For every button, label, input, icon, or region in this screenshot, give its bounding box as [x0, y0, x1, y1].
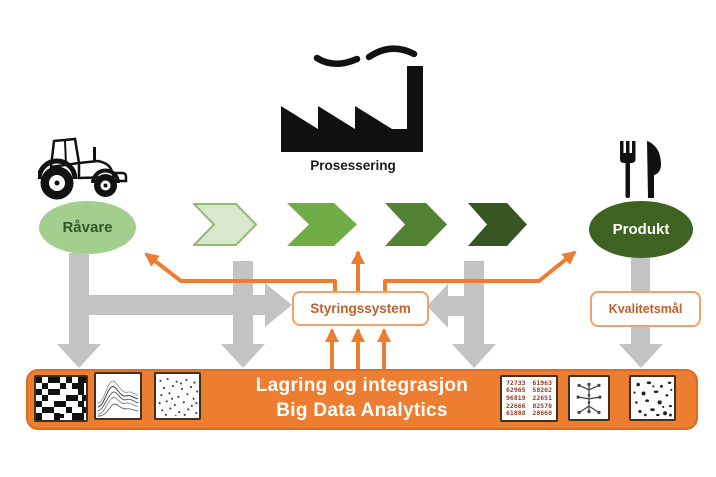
ravare-node: Råvare: [39, 201, 136, 254]
kvalitetsmal-box: Kvalitetsmål: [590, 291, 701, 327]
qr-code-icon: [34, 375, 88, 422]
table-cell: 82570: [532, 401, 552, 410]
process-step-chevron-4: [468, 203, 527, 246]
spectra-icon: [94, 372, 142, 420]
process-to-control-arrow: [427, 284, 464, 328]
produkt-label: Produkt: [612, 221, 670, 238]
molecule-icon: [568, 375, 610, 421]
process-to-storage-arrow-left: [221, 261, 265, 368]
table-cell: 72733: [506, 378, 526, 387]
ravare-label: Råvare: [62, 219, 113, 236]
table-cell: 96819: [506, 393, 526, 402]
table-cell: 58202: [532, 386, 552, 395]
ravare-to-control-arrow: [79, 283, 292, 327]
table-cell: 28660: [532, 409, 552, 418]
table-cell: 22666: [506, 401, 526, 410]
process-step-chevron-3: [385, 203, 447, 246]
data-table-icon: 72733 61963 62965 58202 96819 22651 22666 82…: [500, 375, 558, 422]
table-cell: 61888: [506, 409, 526, 418]
fork-knife-icon: [620, 141, 661, 198]
produkt-node: Produkt: [589, 201, 693, 258]
particles-icon: [629, 375, 676, 421]
prosessering-label: Prosessering: [310, 158, 396, 173]
table-cell: 62965: [506, 386, 526, 395]
table-cell: 22651: [532, 393, 552, 402]
styringssystem-label: Styringssystem: [310, 301, 411, 316]
process-step-chevron-1: [193, 203, 258, 246]
scatter-plot-icon: [154, 372, 201, 420]
tractor-icon: [38, 137, 128, 200]
banner-title-line1: Lagring og integrasjon: [255, 375, 469, 396]
factory-icon: [281, 45, 423, 152]
kvalitetsmal-label: Kvalitetsmål: [608, 302, 683, 316]
table-cell: 61963: [532, 378, 552, 387]
control-to-ravare-arrow: [144, 252, 337, 293]
banner-title-line2: Big Data Analytics: [276, 400, 448, 421]
process-to-storage-arrow-right: [452, 261, 496, 368]
control-to-produkt-arrow: [383, 250, 577, 293]
process-step-chevron-2: [287, 203, 357, 246]
styringssystem-box: Styringssystem: [292, 291, 429, 326]
